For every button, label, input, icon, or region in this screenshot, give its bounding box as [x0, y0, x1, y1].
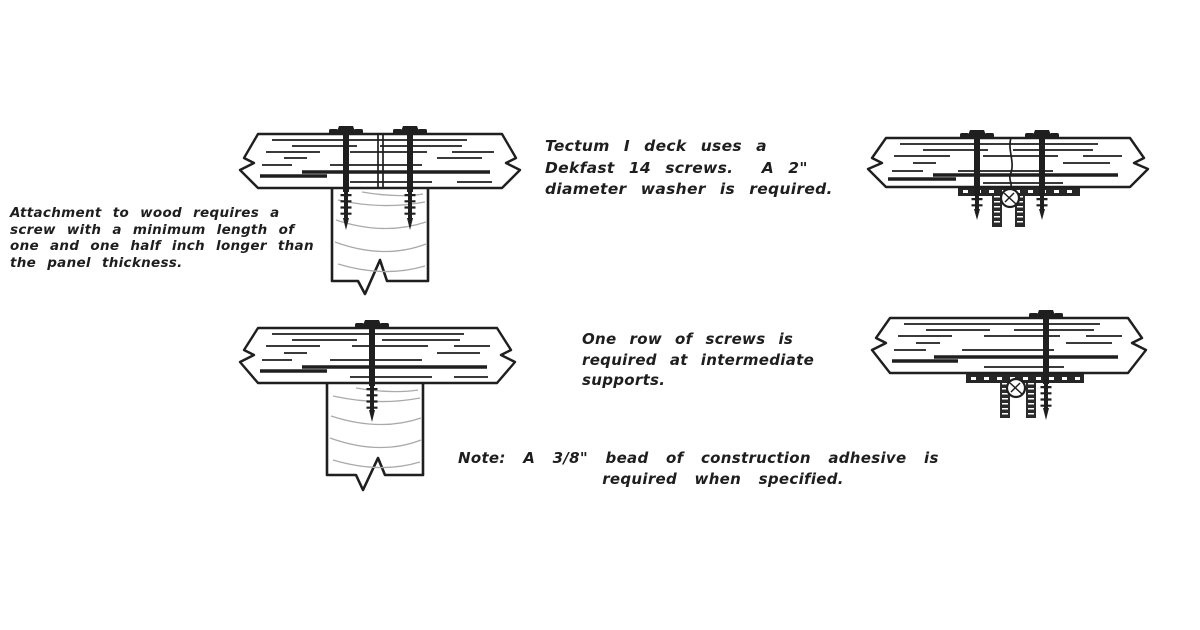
panel-grain-lines — [894, 323, 1122, 368]
panel-grain-lines — [262, 139, 494, 183]
screw-core — [370, 386, 374, 412]
bolt-head-hatch — [1009, 382, 1023, 395]
wood-joint-two-screws-drawing — [238, 126, 522, 296]
note-line: One row of screws is — [582, 330, 794, 348]
screw-core — [344, 192, 348, 220]
deck-panel — [866, 136, 1150, 189]
steel-support — [958, 187, 1080, 227]
bolt-head-hatch — [1003, 192, 1017, 205]
support-leg — [1015, 193, 1025, 227]
screw — [393, 126, 427, 230]
screw-shank — [369, 328, 375, 386]
washer — [1054, 313, 1063, 318]
wood-support-outline — [325, 381, 425, 492]
wood-intermediate-one-screw-drawing — [238, 320, 517, 492]
note-line: Attachment to wood requires a — [10, 205, 280, 221]
steel-support — [966, 374, 1084, 418]
washer — [380, 323, 389, 328]
screw-tip — [407, 218, 413, 230]
screw-tip — [974, 209, 980, 220]
deck-panel — [238, 132, 522, 190]
panel-grain-lines — [262, 333, 490, 378]
screw-core — [975, 196, 979, 210]
washer — [418, 129, 427, 134]
panel-joint — [1008, 137, 1013, 188]
panel-outline — [870, 316, 1148, 375]
deck-panel — [870, 316, 1148, 375]
note-line: one and one half inch longer than — [10, 238, 314, 254]
note-line: Dekfast 14 screws. A 2" — [545, 158, 808, 177]
note-line: the panel thickness. — [10, 254, 183, 271]
screw-core — [1044, 384, 1048, 410]
washer — [393, 129, 402, 134]
steel-joint-two-screws-drawing — [866, 130, 1150, 227]
wood-support-outline — [330, 186, 430, 296]
screw-tip — [369, 410, 375, 422]
note-line: diameter washer is required. — [545, 180, 833, 198]
screw-head — [362, 320, 382, 328]
screw-head — [1036, 310, 1056, 318]
screw-tip — [343, 218, 349, 230]
screw — [1029, 310, 1063, 420]
washer — [985, 133, 994, 138]
wood-grain-lines — [334, 191, 427, 273]
washer — [1029, 313, 1038, 318]
screw-shank — [343, 134, 349, 192]
note-line: required at intermediate — [582, 350, 815, 369]
note-line: screw with a minimum length of — [10, 221, 295, 238]
washer — [1050, 133, 1059, 138]
screw-shank — [1039, 138, 1045, 196]
panel-outline — [238, 132, 522, 190]
screw — [960, 130, 994, 220]
note-line: Tectum I deck uses a — [545, 137, 767, 155]
intermediate-support-note: One row of screws is required at interme… — [582, 329, 814, 391]
screw-tip — [1043, 408, 1049, 420]
note-line: required when specified. — [602, 470, 844, 488]
note-line: supports. — [582, 371, 666, 389]
screw-head — [400, 126, 420, 134]
washer — [329, 129, 338, 134]
washer — [354, 129, 363, 134]
screw-core — [1040, 196, 1044, 210]
screw-head — [967, 130, 987, 138]
construction-adhesive-note: Note: A 3/8" bead of construction adhesi… — [458, 448, 988, 490]
screw-shank — [407, 134, 413, 192]
screw-shank — [974, 138, 980, 196]
panel-shadow-lines — [260, 170, 490, 178]
deck-panel — [238, 326, 517, 385]
panel-joint — [377, 134, 384, 188]
screw-shank — [1043, 318, 1049, 384]
fastener-spec-note: Tectum I deck uses a Dekfast 14 screws. … — [545, 136, 833, 201]
steel-intermediate-one-screw-drawing — [870, 310, 1148, 420]
washer — [960, 133, 969, 138]
washer — [1025, 133, 1034, 138]
panel-shadow-lines — [888, 173, 1118, 181]
panel-shadow-lines — [260, 365, 487, 373]
wood-attachment-note: Attachment to wood requires a screw with… — [10, 205, 314, 271]
note-line: Note: A 3/8" bead of construction adhesi… — [458, 449, 939, 467]
washer — [355, 323, 364, 328]
screw — [1025, 130, 1059, 220]
screw — [329, 126, 363, 230]
support-leg — [992, 193, 1002, 227]
panel-grain-lines — [892, 143, 1122, 184]
panel-shadow-lines — [892, 355, 1118, 363]
screw-core — [408, 192, 412, 220]
screw-head — [336, 126, 356, 134]
screw — [355, 320, 389, 422]
screw-tip — [1039, 209, 1045, 220]
panel-outline — [238, 326, 517, 385]
wood-support — [330, 186, 430, 296]
wood-support — [325, 381, 425, 492]
screw-head — [1032, 130, 1052, 138]
